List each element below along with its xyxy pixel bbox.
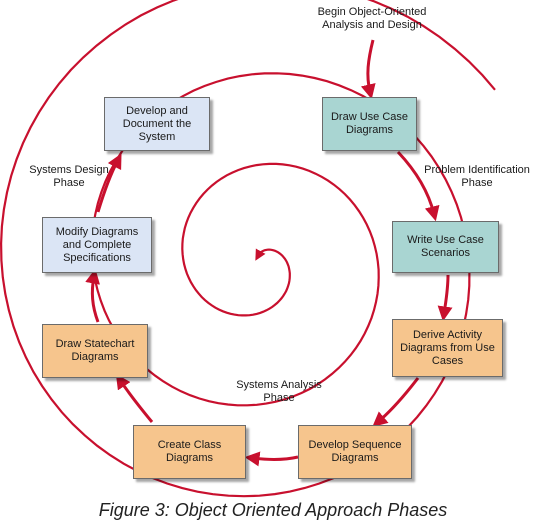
problem-identification-label: Problem Identification Phase <box>424 164 530 189</box>
develop-document-box: Develop and Document the System <box>104 97 210 151</box>
develop-sequence-box: Develop Sequence Diagrams <box>298 425 412 479</box>
figure-caption: Figure 3: Object Oriented Approach Phase… <box>98 500 448 520</box>
arrow-statechart-to-modify <box>85 268 100 323</box>
systems-design-label: Systems Design Phase <box>29 164 109 189</box>
arrow-write-to-derive <box>437 274 453 322</box>
draw-statechart-box: Draw Statechart Diagrams <box>42 324 148 378</box>
arrow-begin-to-draw-use-case <box>360 39 376 100</box>
draw-use-case-box: Draw Use Case Diagrams <box>322 97 417 151</box>
create-class-box: Create Class Diagrams <box>133 425 246 479</box>
begin-label: Begin Object-Oriented Analysis and Desig… <box>317 6 427 31</box>
derive-activity-box: Derive Activity Diagrams from Use Cases <box>392 319 503 377</box>
arrow-derive-to-sequence <box>372 377 420 427</box>
arrow-sequence-to-class <box>244 451 299 467</box>
modify-diagrams-box: Modify Diagrams and Complete Specificati… <box>42 217 152 273</box>
write-use-case-box: Write Use Case Scenarios <box>392 221 499 273</box>
central-spiral <box>0 0 496 498</box>
systems-analysis-label: Systems Analysis Phase <box>236 379 322 404</box>
arrow-draw-to-write <box>396 150 440 222</box>
arrow-class-to-statechart <box>115 373 154 423</box>
arrow-modify-to-develop <box>96 153 122 213</box>
